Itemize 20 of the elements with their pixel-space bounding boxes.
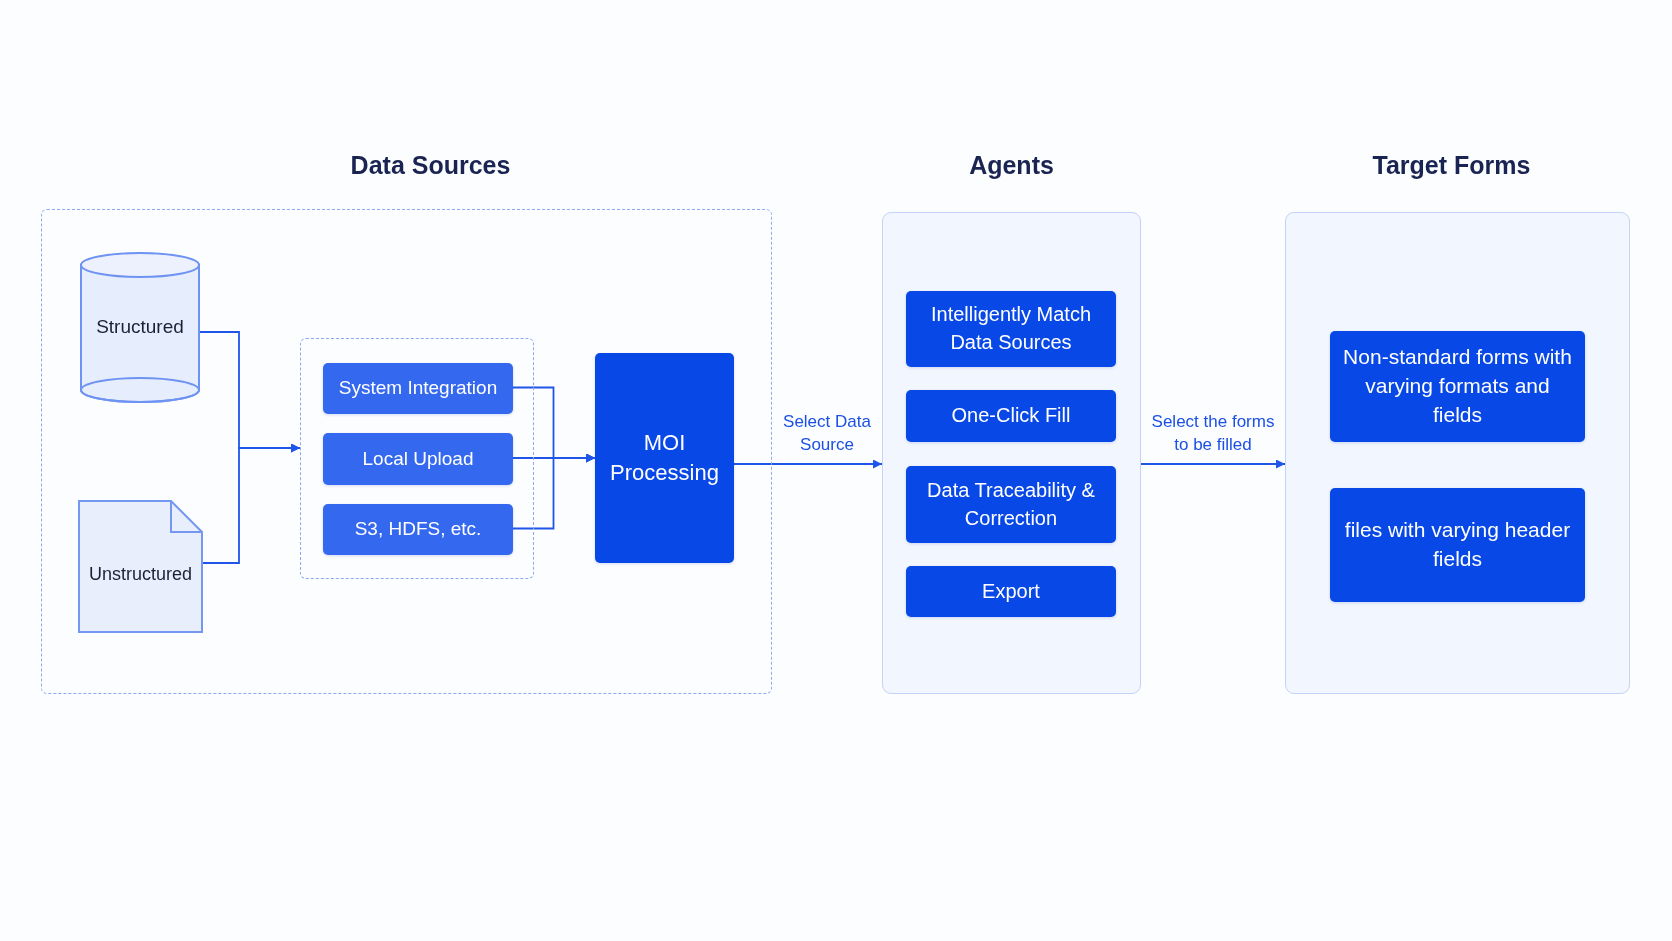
process-box: Non-standard forms with varying formats and fields [1330,331,1585,442]
process-box: One-Click Fill [906,390,1116,442]
section-title: Target Forms [1372,150,1531,180]
arrow [511,453,596,530]
process-box: Data Traceability & Correction [906,466,1116,543]
node-label: Unstructured [88,562,192,586]
process-box: Export [906,566,1116,617]
process-box: Intelligently Match Data Sources [906,291,1116,367]
dashed-group-box [300,338,534,579]
process-box: System Integration [323,363,513,414]
process-box: S3, HDFS, etc. [323,504,513,555]
process-box: files with varying header fields [1330,488,1585,602]
arrow [1140,459,1286,469]
section-title: Data Sources [350,150,511,180]
node-label: Structured [96,315,184,340]
arrow [733,459,883,469]
process-box: MOI Processing [595,353,734,563]
arrow [202,443,301,564]
process-box: Local Upload [323,433,513,485]
section-title: Agents [969,150,1054,180]
